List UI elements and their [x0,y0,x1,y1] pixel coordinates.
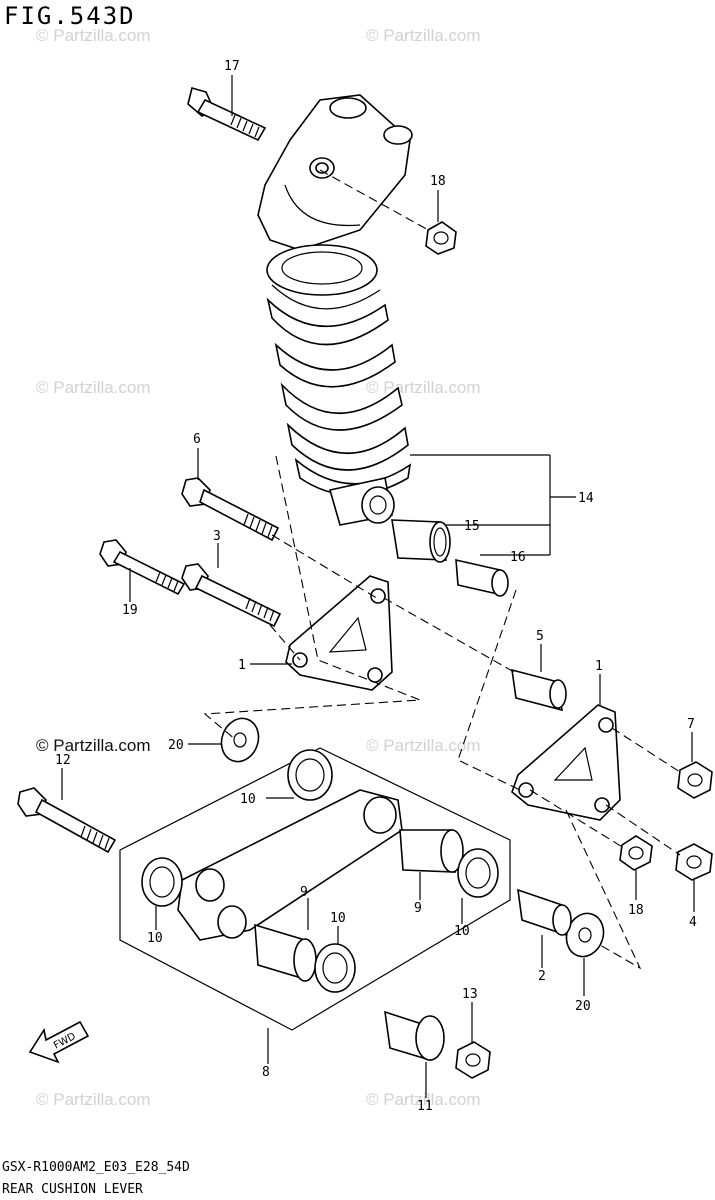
bearing-9-left[interactable] [254,923,317,982]
callout-1: 1 [238,658,246,673]
plate-1-right[interactable] [511,704,621,821]
callout-5: 5 [536,629,544,644]
watermark: © Partzilla.com [36,378,151,397]
figure-title: FIG.543D [4,2,136,30]
watermark: © Partzilla.com [366,1090,481,1109]
plate-1-left[interactable] [285,575,393,691]
callout-18: 18 [430,174,446,189]
callout-3: 3 [213,529,221,544]
cushion-lever-8[interactable] [177,789,403,941]
callout-18: 18 [628,903,644,918]
bolt-3[interactable] [181,563,282,628]
forward-arrow-icon: FWD [28,1020,90,1064]
collar-11[interactable] [384,1010,445,1062]
callout-17: 17 [224,59,240,74]
bolt-6[interactable] [181,477,280,542]
watermark-main: © Partzilla.com [36,736,151,755]
callout-19: 19 [122,603,138,618]
bushing-10-d[interactable] [314,943,356,993]
callout-1: 1 [595,659,603,674]
callout-10: 10 [330,911,346,926]
bearing-15[interactable] [391,519,451,563]
callout-20: 20 [168,738,184,753]
callout-7: 7 [687,717,695,732]
callout-9: 9 [414,901,422,916]
watermark: © Partzilla.com [366,26,481,45]
callout-12: 12 [55,753,71,768]
callout-8: 8 [262,1065,270,1080]
footer-code: GSX-R1000AM2_E03_E28_54D [2,1160,190,1175]
spacer-16[interactable] [455,558,509,597]
rear-shock-absorber[interactable] [257,94,413,526]
callout-11: 11 [417,1099,433,1114]
bushing-10-b[interactable] [141,857,183,907]
bushing-10-c[interactable] [457,848,499,898]
watermark: © Partzilla.com [366,736,481,755]
washer-20-left[interactable] [216,713,265,767]
callout-13: 13 [462,987,478,1002]
callout-6: 6 [193,432,201,447]
callout-9: 9 [300,885,308,900]
nut-18-top[interactable] [425,221,457,255]
bearing-9-right[interactable] [399,829,464,873]
nut-4[interactable] [675,843,713,881]
nut-13[interactable] [455,1041,491,1079]
bolt-19[interactable] [99,539,186,596]
watermark: © Partzilla.com [36,1090,151,1109]
callout-14: 14 [578,491,594,506]
callout-10: 10 [147,931,163,946]
lever-assembly-outline [119,747,511,1031]
bolt-12[interactable] [17,787,117,854]
callout-16: 16 [510,550,526,565]
callout-10: 10 [454,924,470,939]
callout-2: 2 [538,969,546,984]
callout-10: 10 [240,792,256,807]
callout-15: 15 [464,519,480,534]
nut-18-lower[interactable] [619,835,653,871]
callout-20: 20 [575,999,591,1014]
bolt-17[interactable] [187,87,267,142]
callout-4: 4 [689,915,697,930]
nut-7[interactable] [677,761,713,799]
spacer-2[interactable] [517,888,572,937]
bushing-10-a[interactable] [287,749,333,801]
spacer-5[interactable] [511,668,567,712]
footer-name: REAR CUSHION LEVER [2,1182,143,1197]
watermark: © Partzilla.com [36,26,151,45]
